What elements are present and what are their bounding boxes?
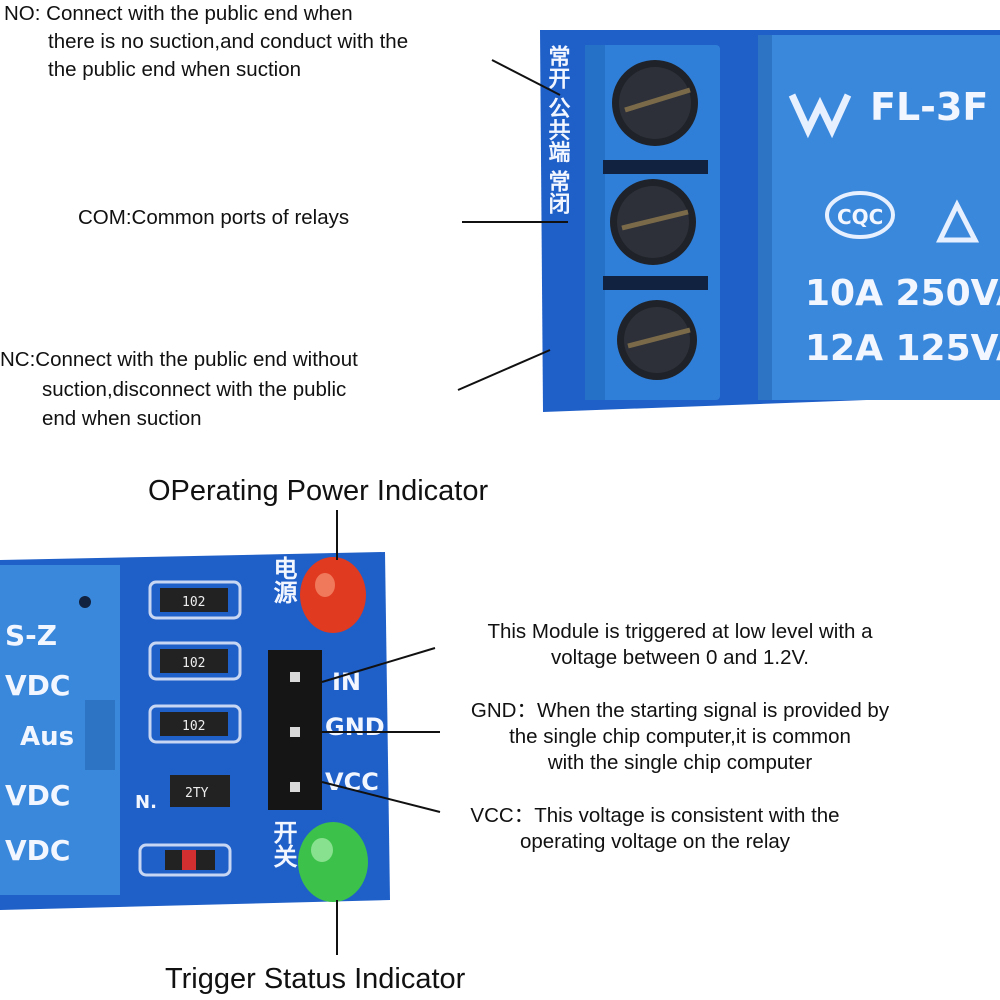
relay-rating-2: 12A 125VAC — [805, 328, 1000, 369]
pin-vcc-label: VCC — [325, 768, 379, 796]
transistor: 2TY — [170, 775, 230, 807]
no-pointer-line — [491, 59, 561, 96]
warning-triangle-icon — [936, 199, 980, 243]
com-callout: COM:Common ports of relays — [78, 206, 350, 229]
nc-pointer-line — [457, 349, 551, 391]
relay-side-label-5: VDC — [5, 834, 70, 867]
relay-brand: FL-3F — [870, 85, 988, 129]
pin-gnd — [290, 727, 300, 737]
resistor-1: 102 — [148, 580, 242, 620]
relay-logo-icon — [788, 93, 852, 139]
relay-side-label-1: S-Z — [5, 619, 57, 652]
svg-text:2TY: 2TY — [185, 786, 209, 801]
relay-body — [758, 35, 1000, 400]
relay-side-label-4: VDC — [5, 779, 70, 812]
nc-callout-line-1: NC:Connect with the public end without — [0, 348, 358, 371]
terminal-separator — [603, 160, 708, 174]
trigger-indicator-title: Trigger Status Indicator — [165, 963, 466, 995]
resistor-3: 102 — [148, 704, 242, 744]
nc-callout-line-2: suction,disconnect with the public — [42, 378, 347, 401]
in-pointer-line — [321, 647, 436, 683]
pcb-n-label: N. — [135, 792, 157, 813]
svg-text:102: 102 — [182, 719, 205, 734]
relay-side-label-2: VDC — [5, 669, 70, 702]
pcb-cn-labels: 常开 公共端 常闭 — [545, 44, 571, 215]
vcc-callout-line-2: operating voltage on the relay — [519, 830, 791, 853]
red-led — [300, 557, 366, 633]
cn-power-label: 电源 — [269, 556, 297, 605]
no-callout-line-3: the public end when suction — [48, 58, 302, 81]
pin-vcc — [290, 782, 300, 792]
no-callout-line-2: there is no suction,and conduct with the — [48, 30, 409, 53]
svg-text:102: 102 — [182, 595, 205, 610]
green-led — [298, 822, 368, 902]
no-callout-line-1: NO: Connect with the public end when — [4, 2, 353, 25]
svg-text:102: 102 — [182, 656, 205, 671]
in-callout-line-2: voltage between 0 and 1.2V. — [551, 646, 809, 669]
gnd-callout-line-3: with the single chip computer — [547, 751, 813, 774]
terminal-separator — [603, 276, 708, 290]
vcc-callout-line-1: VCC：This voltage is consistent with the — [470, 804, 840, 827]
relay-side-label-3: Aus — [20, 722, 74, 752]
vcc-pointer-line — [321, 781, 441, 813]
gnd-callout-line-1: GND：When the starting signal is provided… — [470, 699, 890, 722]
power-indicator-title: OPerating Power Indicator — [148, 475, 489, 507]
screw-no — [612, 60, 698, 146]
pin-gnd-label: GND — [325, 713, 385, 741]
in-callout-line-1: This Module is triggered at low level wi… — [487, 620, 873, 643]
screw-com — [610, 179, 696, 265]
gnd-callout-line-2: the single chip computer,it is common — [509, 725, 851, 748]
cqc-text: CQC — [837, 205, 883, 229]
screw-nc — [617, 300, 697, 380]
resistor-2: 102 — [148, 641, 242, 681]
cqc-mark — [825, 191, 895, 239]
relay-rating-1: 10A 250VAC — [805, 273, 1000, 314]
pin-in — [290, 672, 300, 682]
diode — [138, 843, 232, 877]
cn-switch-label: 开关 — [269, 820, 297, 869]
nc-callout-line-3: end when suction — [42, 407, 202, 430]
